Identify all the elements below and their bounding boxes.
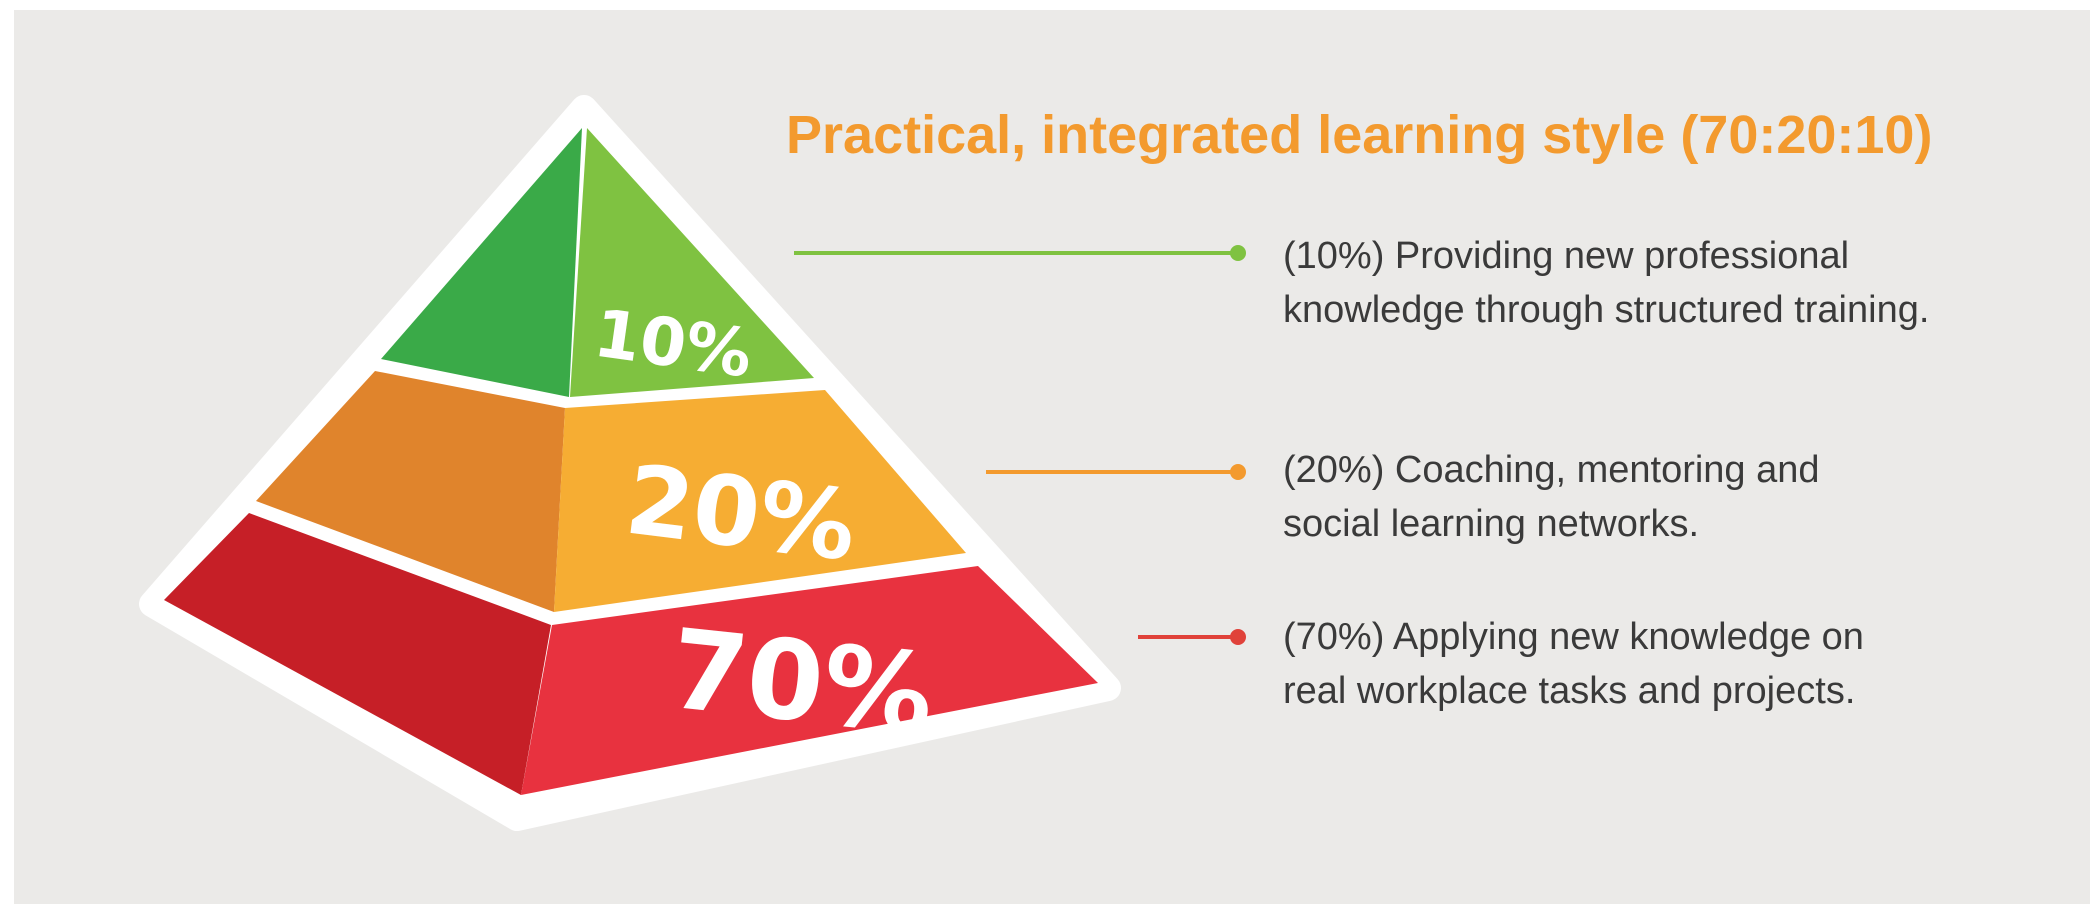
- description-20: (20%) Coaching, mentoring and social lea…: [1283, 443, 2073, 551]
- connector-10: [794, 245, 1246, 261]
- pyramid-top-left-face: [381, 128, 582, 397]
- connector-20: [986, 464, 1246, 480]
- page-title: Practical, integrated learning style (70…: [786, 105, 1933, 165]
- description-line: social learning networks.: [1283, 503, 1700, 545]
- description-70: (70%) Applying new knowledge on real wor…: [1283, 610, 2073, 718]
- description-line: (70%) Applying new knowledge on: [1283, 616, 1864, 658]
- pyramid-middle-right-face: [554, 390, 966, 612]
- description-line: (20%) Coaching, mentoring and: [1283, 449, 1820, 491]
- level-70-label: 70%: [664, 605, 939, 760]
- pyramid-top-right-face: [570, 128, 814, 397]
- pyramid-bottom-right-face: [521, 566, 1098, 795]
- connector-dot: [1230, 464, 1246, 480]
- pyramid-bottom-left-face: [164, 513, 551, 795]
- description-line: (10%) Providing new professional: [1283, 235, 1850, 277]
- description-line: real workplace tasks and projects.: [1283, 670, 1856, 712]
- connector-dot: [1230, 629, 1246, 645]
- connector-70: [1138, 629, 1246, 645]
- connector-dot: [1230, 245, 1246, 261]
- level-20-label: 20%: [620, 444, 862, 583]
- pyramid-middle-left-face: [256, 371, 565, 612]
- description-10: (10%) Providing new professional knowled…: [1283, 229, 2073, 337]
- description-line: knowledge through structured training.: [1283, 289, 1930, 331]
